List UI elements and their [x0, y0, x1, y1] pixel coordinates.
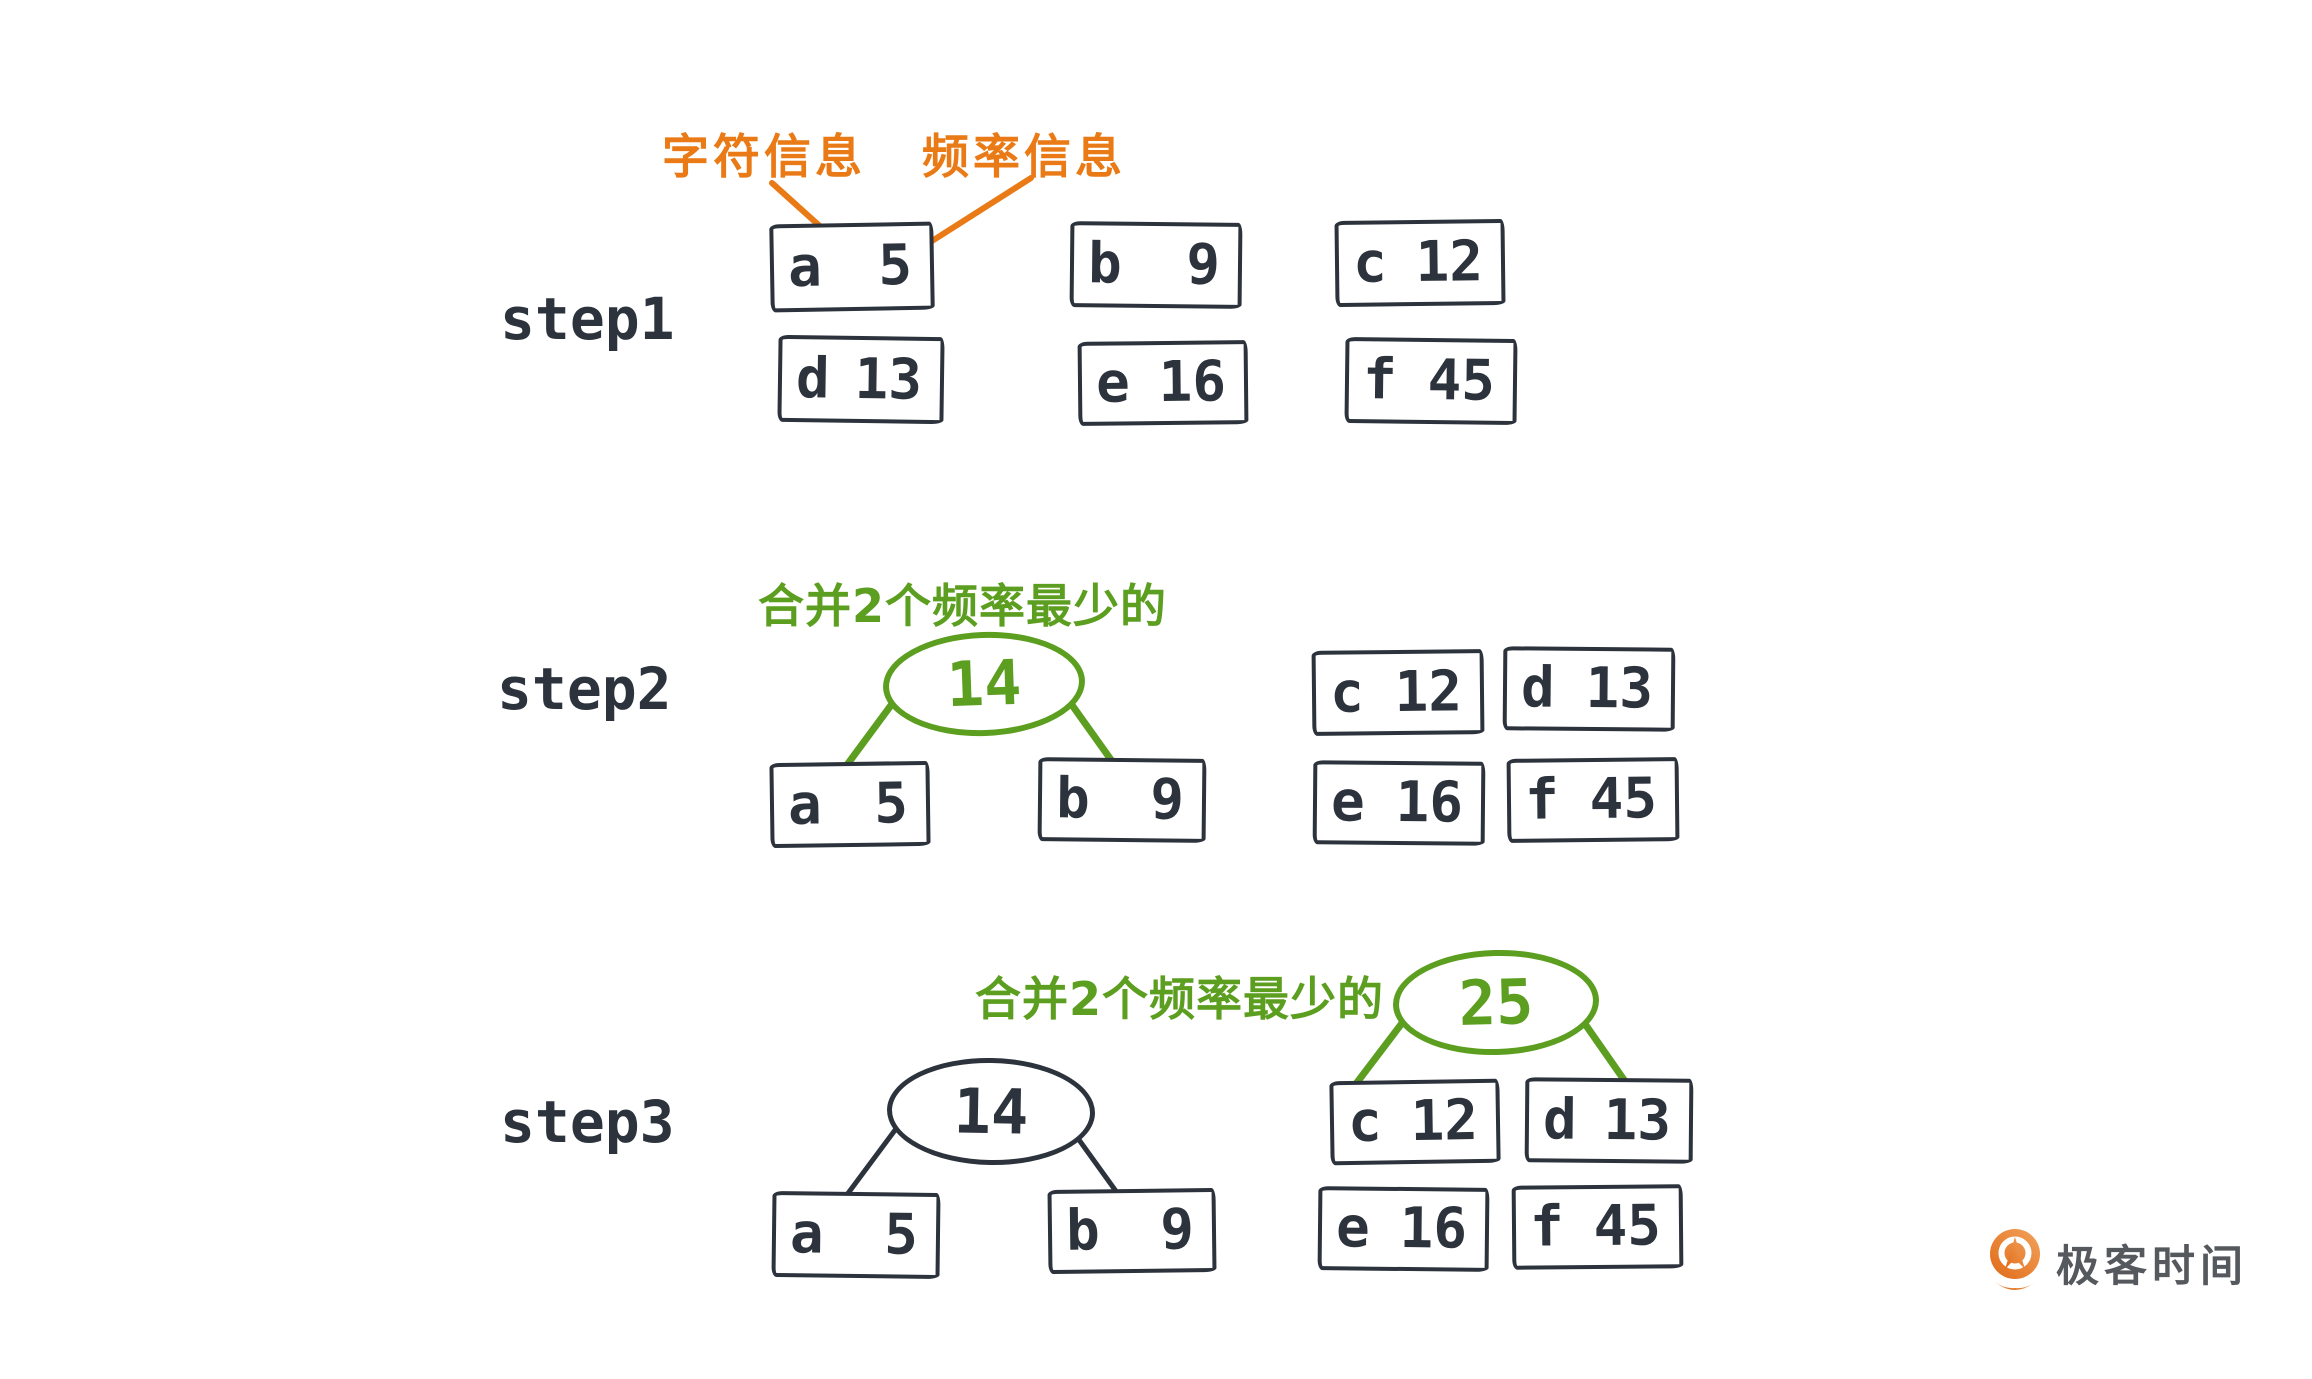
node-freq: 9 [1159, 1197, 1195, 1263]
node-freq: 13 [854, 346, 923, 413]
node-freq: 16 [1399, 1195, 1468, 1262]
step3-node-e: e 16 [1317, 1186, 1490, 1272]
node-freq: 45 [1593, 1193, 1662, 1260]
node-freq: 13 [1585, 655, 1654, 722]
node-freq: 9 [1149, 767, 1185, 833]
node-char: a [789, 1201, 825, 1267]
step3-merge-note: 合并2个频率最少的 [975, 972, 1385, 1026]
step3-node-d: d 13 [1524, 1077, 1694, 1164]
node-char: b [1087, 231, 1123, 297]
node-freq: 5 [877, 232, 913, 299]
node-char: b [1055, 766, 1091, 832]
step3-label: step3 [500, 1088, 675, 1156]
node-char: b [1065, 1198, 1101, 1264]
node-char: c [1329, 659, 1365, 726]
node-freq: 45 [1427, 347, 1496, 414]
node-freq: 13 [1603, 1087, 1672, 1154]
merged-node-value: 25 [1457, 964, 1535, 1040]
node-char: d [795, 345, 831, 412]
step1-node-e: e 16 [1077, 340, 1249, 426]
node-freq: 16 [1395, 769, 1464, 836]
step2-merge-note: 合并2个频率最少的 [758, 579, 1168, 633]
node-freq: 16 [1158, 349, 1227, 416]
node-char: e [1335, 1195, 1371, 1261]
char-info-label: 字符信息 [662, 130, 866, 185]
node-char: f [1524, 767, 1560, 833]
step2-label: step2 [497, 655, 672, 723]
step3-merged-node-25: 25 [1391, 947, 1601, 1058]
node-freq: 9 [1185, 232, 1221, 298]
freq-pointer-line [918, 175, 1034, 251]
node-char: c [1352, 230, 1388, 296]
step2-node-c: c 12 [1311, 649, 1485, 736]
node-char: e [1095, 350, 1131, 416]
node-char: a [787, 234, 823, 301]
step3-node-f: f 45 [1511, 1184, 1684, 1270]
step2-node-f: f 45 [1506, 757, 1680, 843]
node-char: e [1330, 769, 1366, 835]
freq-info-label: 频率信息 [922, 130, 1126, 185]
merged-node-value: 14 [945, 645, 1023, 722]
step3-node-c: c 12 [1329, 1078, 1501, 1166]
step3-node-14: 14 [886, 1056, 1096, 1167]
node-char: a [787, 771, 823, 838]
step2-node-e: e 16 [1312, 760, 1486, 846]
node-char: f [1362, 347, 1398, 413]
node-char: f [1529, 1194, 1564, 1260]
step1-node-f: f 45 [1344, 336, 1518, 426]
geektime-logo-icon [1990, 1229, 2040, 1290]
node-char: d [1520, 655, 1556, 721]
geektime-logo: 极客时间 [1988, 1228, 2248, 1298]
node-freq: 12 [1394, 658, 1463, 725]
node-freq: 5 [873, 770, 909, 837]
node-freq: 5 [883, 1202, 919, 1268]
node-char: c [1347, 1089, 1383, 1156]
node-freq: 12 [1415, 229, 1484, 296]
step1-node-d: d 13 [777, 334, 945, 425]
node-freq: 45 [1589, 766, 1658, 833]
step1-node-c: c 12 [1334, 218, 1506, 308]
step1-label: step1 [500, 285, 675, 353]
node-char: d [1542, 1086, 1578, 1153]
step2-node-d: d 13 [1502, 646, 1676, 732]
node-freq: 12 [1410, 1088, 1479, 1155]
step2-merged-node-14: 14 [881, 628, 1087, 740]
merged-node-value: 14 [953, 1073, 1029, 1149]
geektime-logo-text: 极客时间 [2056, 1242, 2248, 1292]
